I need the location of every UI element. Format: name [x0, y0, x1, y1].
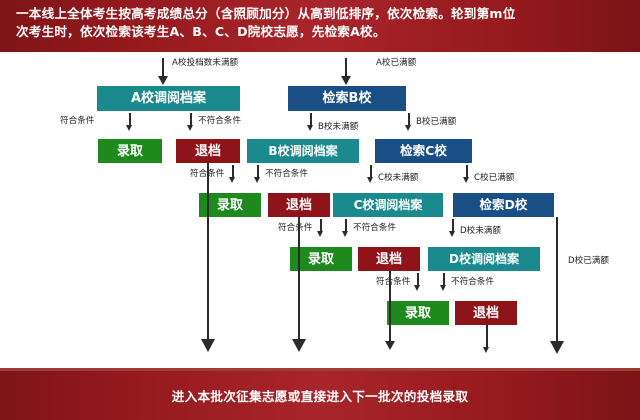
box-a-review[interactable]: A校调阅档案: [97, 86, 240, 111]
connector-d-not-meet: [443, 273, 445, 287]
arrow-b-meet: [228, 177, 235, 183]
drop-line-d-full: [556, 217, 558, 343]
arrow-a-not-meet: [186, 125, 193, 131]
footer-text: 进入本批次征集志愿或直接进入下一批次的投档录取: [171, 389, 469, 404]
box-d-search[interactable]: 检索D校: [453, 193, 554, 217]
label-a-meet: 符合条件: [60, 116, 95, 126]
label-b-full: B校已满额: [416, 117, 457, 127]
drop-arrow-b-reject: [292, 339, 306, 352]
arrow-b-full: [404, 125, 411, 131]
drop-line-b-reject: [298, 217, 300, 341]
box-b-review[interactable]: B校调阅档案: [247, 139, 359, 163]
connector-a-full: [345, 58, 347, 78]
drop-arrow-a-reject: [201, 339, 215, 352]
box-c-search-label: 检索C校: [400, 142, 447, 158]
label-a-not-meet: 不符合条件: [198, 116, 241, 126]
drop-line-c-reject: [389, 271, 391, 343]
label-a-full: A校已满额: [376, 58, 417, 68]
connector-d-meet: [417, 273, 419, 287]
arrow-d-not-full: [448, 231, 455, 237]
label-d-not-full: D校未满额: [460, 226, 501, 236]
label-c-meet: 符合条件: [278, 223, 313, 233]
drop-arrow-d-full: [550, 341, 564, 354]
box-d-reject-label: 退档: [472, 305, 499, 321]
label-d-full: D校已满额: [568, 256, 609, 266]
connector-c-full: [466, 165, 468, 179]
box-b-reject-label: 退档: [285, 197, 312, 213]
arrow-a-not-full: [158, 76, 168, 85]
label-a-not-full: A校投档数未满额: [172, 58, 239, 68]
connector-b-not-meet: [257, 165, 259, 179]
box-c-review[interactable]: C校调阅档案: [333, 193, 443, 217]
connector-a-meet: [129, 113, 131, 127]
arrow-d-not-meet: [439, 285, 446, 291]
label-d-not-meet: 不符合条件: [451, 277, 494, 287]
connector-b-full: [408, 113, 410, 127]
footer-banner: 进入本批次征集志愿或直接进入下一批次的投档录取: [0, 368, 640, 420]
arrow-c-full: [462, 177, 469, 183]
connector-b-meet: [232, 165, 234, 179]
box-d-reject[interactable]: 退档: [455, 301, 517, 325]
arrow-c-not-meet: [341, 231, 348, 237]
label-c-full: C校已满额: [474, 173, 515, 183]
arrow-a-meet: [125, 125, 132, 131]
connector-a-not-full: [162, 58, 164, 78]
arrow-b-not-full: [306, 125, 313, 131]
box-c-reject-label: 退档: [375, 251, 402, 267]
arrow-b-not-meet: [253, 177, 260, 183]
connector-c-meet: [320, 219, 322, 233]
connector-c-not-meet: [345, 219, 347, 233]
arrow-c-meet: [316, 231, 323, 237]
box-c-admit-label: 录取: [307, 251, 334, 267]
box-a-reject[interactable]: 退档: [176, 139, 240, 163]
box-a-reject-label: 退档: [194, 143, 221, 159]
arrow-c-not-full: [366, 177, 373, 183]
label-c-not-meet: 不符合条件: [353, 223, 396, 233]
drop-line-a-reject: [207, 163, 209, 341]
box-d-search-label: 检索D校: [479, 196, 528, 212]
box-a-admit[interactable]: 录取: [98, 139, 162, 163]
header-line-1: 一本线上全体考生按高考成绩总分（含照顾加分）从高到低排序，依次检索。轮到第m位: [16, 6, 516, 21]
box-b-admit-label: 录取: [216, 197, 243, 213]
arrow-d-meet: [413, 285, 420, 291]
box-a-review-label: A校调阅档案: [130, 91, 207, 106]
connector-c-not-full: [370, 165, 372, 179]
box-c-review-label: C校调阅档案: [353, 198, 423, 212]
label-c-not-full: C校未满额: [378, 173, 419, 183]
connector-a-not-meet: [190, 113, 192, 127]
connector-b-not-full: [310, 113, 312, 127]
box-d-admit-label: 录取: [404, 305, 431, 321]
label-b-not-meet: 不符合条件: [265, 169, 308, 179]
box-b-admit[interactable]: 录取: [199, 193, 261, 217]
box-b-search-label: 检索B校: [322, 91, 372, 106]
box-b-search[interactable]: 检索B校: [288, 86, 406, 111]
box-d-admit[interactable]: 录取: [387, 301, 449, 325]
arrow-a-full: [341, 76, 351, 85]
header-banner: 一本线上全体考生按高考成绩总分（含照顾加分）从高到低排序，依次检索。轮到第m位 …: [0, 0, 640, 52]
label-d-meet: 符合条件: [376, 277, 411, 287]
drop-line-d-reject: [486, 325, 488, 349]
drop-arrow-d-reject: [482, 347, 489, 353]
box-c-search[interactable]: 检索C校: [375, 139, 472, 163]
connector-d-not-full: [452, 219, 454, 233]
box-c-admit[interactable]: 录取: [290, 247, 352, 271]
box-b-review-label: B校调阅档案: [268, 144, 338, 158]
header-line-2: 次考生时，依次检索该考生A、B、C、D院校志愿，先检索A校。: [16, 23, 386, 39]
box-d-review-label: D校调阅档案: [449, 252, 519, 266]
drop-arrow-c-reject: [385, 341, 395, 350]
box-d-review[interactable]: D校调阅档案: [428, 247, 540, 271]
box-a-admit-label: 录取: [116, 143, 143, 159]
box-b-reject[interactable]: 退档: [268, 193, 330, 217]
box-c-reject[interactable]: 退档: [358, 247, 420, 271]
label-b-not-full: B校未满额: [318, 122, 359, 132]
